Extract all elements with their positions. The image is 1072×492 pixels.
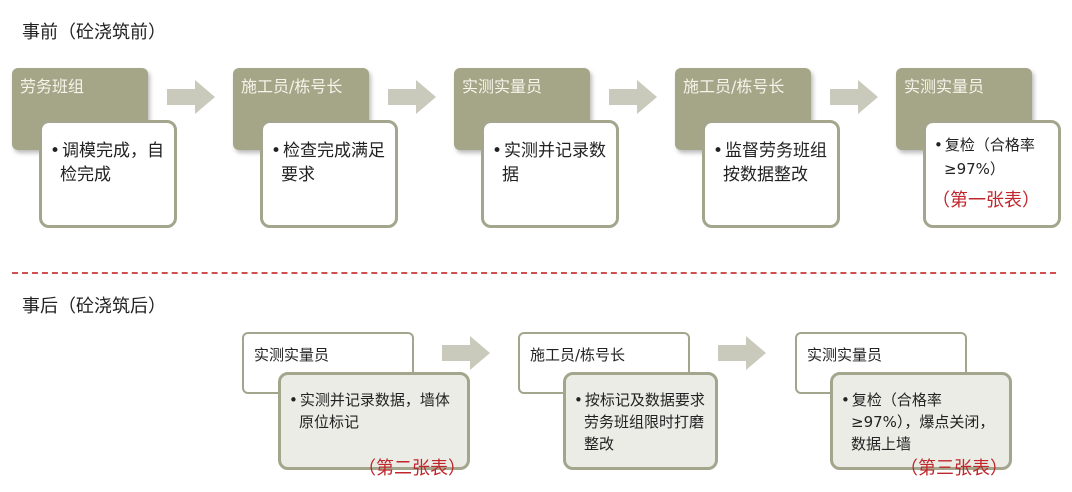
task-text: 按标记及数据要求劳务班组限时打磨整改 xyxy=(584,389,709,455)
table-note: （第二张表） xyxy=(358,458,466,479)
arrow-right-icon xyxy=(442,336,490,370)
task-text: 复检（合格率≥97%），爆点关闭，数据上墙 xyxy=(851,389,1003,455)
before-title: 事前（砼浇筑前） xyxy=(22,22,166,43)
arrow-right-icon xyxy=(830,80,878,114)
task-text: 实测并记录数据 xyxy=(502,139,610,187)
role-label: 劳务班组 xyxy=(20,77,85,96)
role-label: 实测实量员 xyxy=(254,346,330,364)
task-text: 复检（合格率≥97%） xyxy=(944,133,1052,181)
task-text: 检查完成满足要求 xyxy=(281,139,389,187)
table-note: （第一张表） xyxy=(932,190,1040,211)
role-label: 实测实量员 xyxy=(462,77,543,96)
task-text: 实测并记录数据，墙体原位标记 xyxy=(299,389,461,433)
step-task-box: 监督劳务班组按数据整改 xyxy=(702,120,840,228)
role-label: 施工员/栋号长 xyxy=(683,77,785,96)
role-label: 实测实量员 xyxy=(904,77,985,96)
after-title: 事后（砼浇筑后） xyxy=(22,296,166,317)
task-text: 监督劳务班组按数据整改 xyxy=(723,139,831,187)
step-task-box: 复检（合格率≥97%），爆点关闭，数据上墙 xyxy=(830,372,1012,470)
table-note: （第三张表） xyxy=(900,458,1008,479)
role-label: 实测实量员 xyxy=(807,346,883,364)
task-text: 调模完成，自检完成 xyxy=(60,139,168,187)
step-task-box: 实测并记录数据，墙体原位标记 xyxy=(278,372,470,470)
step-task-box: 检查完成满足要求 xyxy=(260,120,398,228)
arrow-right-icon xyxy=(388,80,436,114)
role-label: 施工员/栋号长 xyxy=(241,77,343,96)
arrow-right-icon xyxy=(609,80,657,114)
role-label: 施工员/栋号长 xyxy=(530,346,626,364)
arrow-right-icon xyxy=(167,80,215,114)
arrow-right-icon xyxy=(718,336,766,370)
step-task-box: 实测并记录数据 xyxy=(481,120,619,228)
divider-line xyxy=(12,272,1056,274)
step-task-box: 按标记及数据要求劳务班组限时打磨整改 xyxy=(563,372,718,470)
step-task-box: 复检（合格率≥97%） （第一张表） xyxy=(923,120,1061,228)
step-task-box: 调模完成，自检完成 xyxy=(39,120,177,228)
